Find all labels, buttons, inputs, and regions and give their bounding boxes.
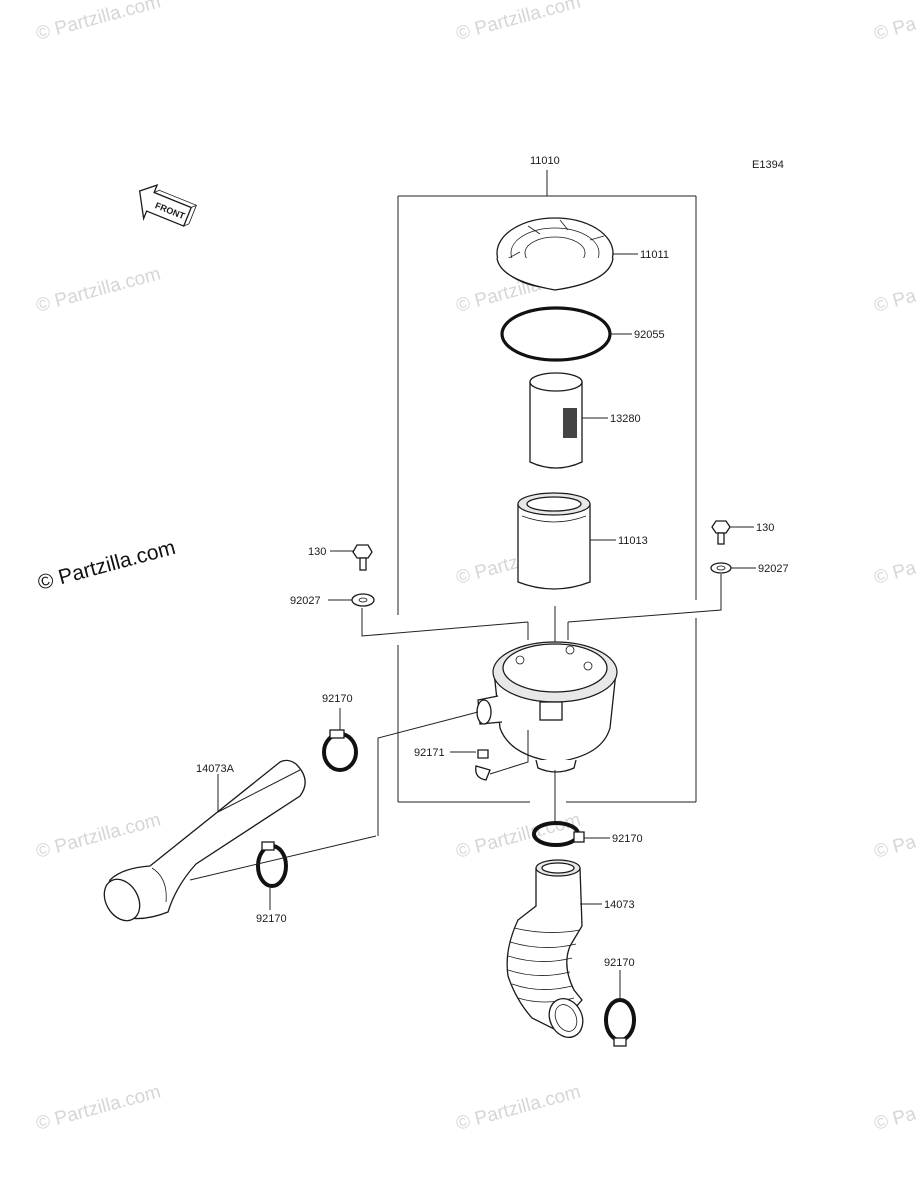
svg-text:© Partzilla.com: © Partzilla.com	[872, 0, 916, 45]
callout-duct-bottom: 14073	[604, 899, 635, 911]
air-cleaner-cover	[496, 217, 614, 291]
svg-text:© Partzilla.com: © Partzilla.com	[872, 263, 916, 316]
diagram-code: E1394	[752, 159, 784, 171]
svg-text:© Partzilla.com: © Partzilla.com	[872, 1081, 916, 1134]
watermark: © Partzilla.com	[872, 535, 916, 588]
svg-text:© Partzilla.com: © Partzilla.com	[35, 536, 178, 595]
clamp-lower-left	[256, 841, 288, 888]
callout-clip: 92171	[414, 747, 445, 759]
inner-filter	[529, 372, 583, 469]
watermark: © Partzilla.com	[872, 1081, 916, 1134]
watermark-bold: © Partzilla.com	[35, 536, 178, 595]
callout-bolt-left: 130	[308, 546, 326, 558]
svg-text:© Partzilla.com: © Partzilla.com	[34, 1081, 163, 1134]
watermark: © Partzilla.com	[34, 1081, 163, 1134]
callout-oring: 92055	[634, 329, 665, 341]
callout-duct-left: 14073A	[196, 763, 235, 775]
watermark: © Partzilla.com	[34, 809, 163, 862]
watermark: © Partzilla.com	[34, 0, 163, 45]
outer-filter	[517, 492, 591, 590]
svg-text:© Partzilla.com: © Partzilla.com	[34, 263, 163, 316]
assembly-frame	[397, 170, 697, 803]
bolt-left	[352, 544, 373, 571]
svg-text:© Partzilla.com: © Partzilla.com	[454, 0, 583, 45]
svg-text:© Partzilla.com: © Partzilla.com	[34, 809, 163, 862]
watermark: © Partzilla.com	[872, 263, 916, 316]
callout-clamp-bottom: 92170	[604, 957, 635, 969]
clamp-center	[532, 821, 585, 847]
air-cleaner-housing	[476, 641, 618, 773]
intake-duct-left	[103, 759, 306, 922]
washer-right	[710, 562, 732, 574]
callout-clamp-lower-left: 92170	[256, 913, 287, 925]
callout-clamp-upper-left: 92170	[322, 693, 353, 705]
callout-bolt-right: 130	[756, 522, 774, 534]
hose-clip	[475, 749, 491, 781]
callout-assembly: 11010	[530, 155, 560, 167]
svg-text:© Partzilla.com: © Partzilla.com	[454, 809, 583, 862]
watermark: © Partzilla.com	[872, 809, 916, 862]
svg-text:© Partzilla.com: © Partzilla.com	[872, 809, 916, 862]
clamp-upper-left	[322, 729, 358, 772]
front-arrow-icon: FRONT	[138, 184, 197, 227]
callout-washer-right: 92027	[758, 563, 789, 575]
svg-text:© Partzilla.com: © Partzilla.com	[34, 0, 163, 45]
svg-text:© Partzilla.com: © Partzilla.com	[454, 1081, 583, 1134]
callout-outer-filter: 11013	[618, 535, 648, 547]
clamp-bottom	[604, 998, 636, 1047]
watermark: © Partzilla.com	[454, 1081, 583, 1134]
svg-text:© Partzilla.com: © Partzilla.com	[872, 535, 916, 588]
callout-washer-left: 92027	[290, 595, 321, 607]
watermark: © Partzilla.com	[34, 263, 163, 316]
o-ring	[500, 306, 612, 362]
watermark: © Partzilla.com	[454, 809, 583, 862]
callout-cover: 11011	[640, 249, 669, 261]
washer-left	[351, 593, 375, 607]
intake-duct-bottom	[506, 859, 584, 1038]
bolt-right	[711, 520, 731, 545]
watermark: © Partzilla.com	[454, 0, 583, 45]
callout-clamp-center: 92170	[612, 833, 643, 845]
watermark: © Partzilla.com	[872, 0, 916, 45]
callout-inner-filter: 13280	[610, 413, 641, 425]
